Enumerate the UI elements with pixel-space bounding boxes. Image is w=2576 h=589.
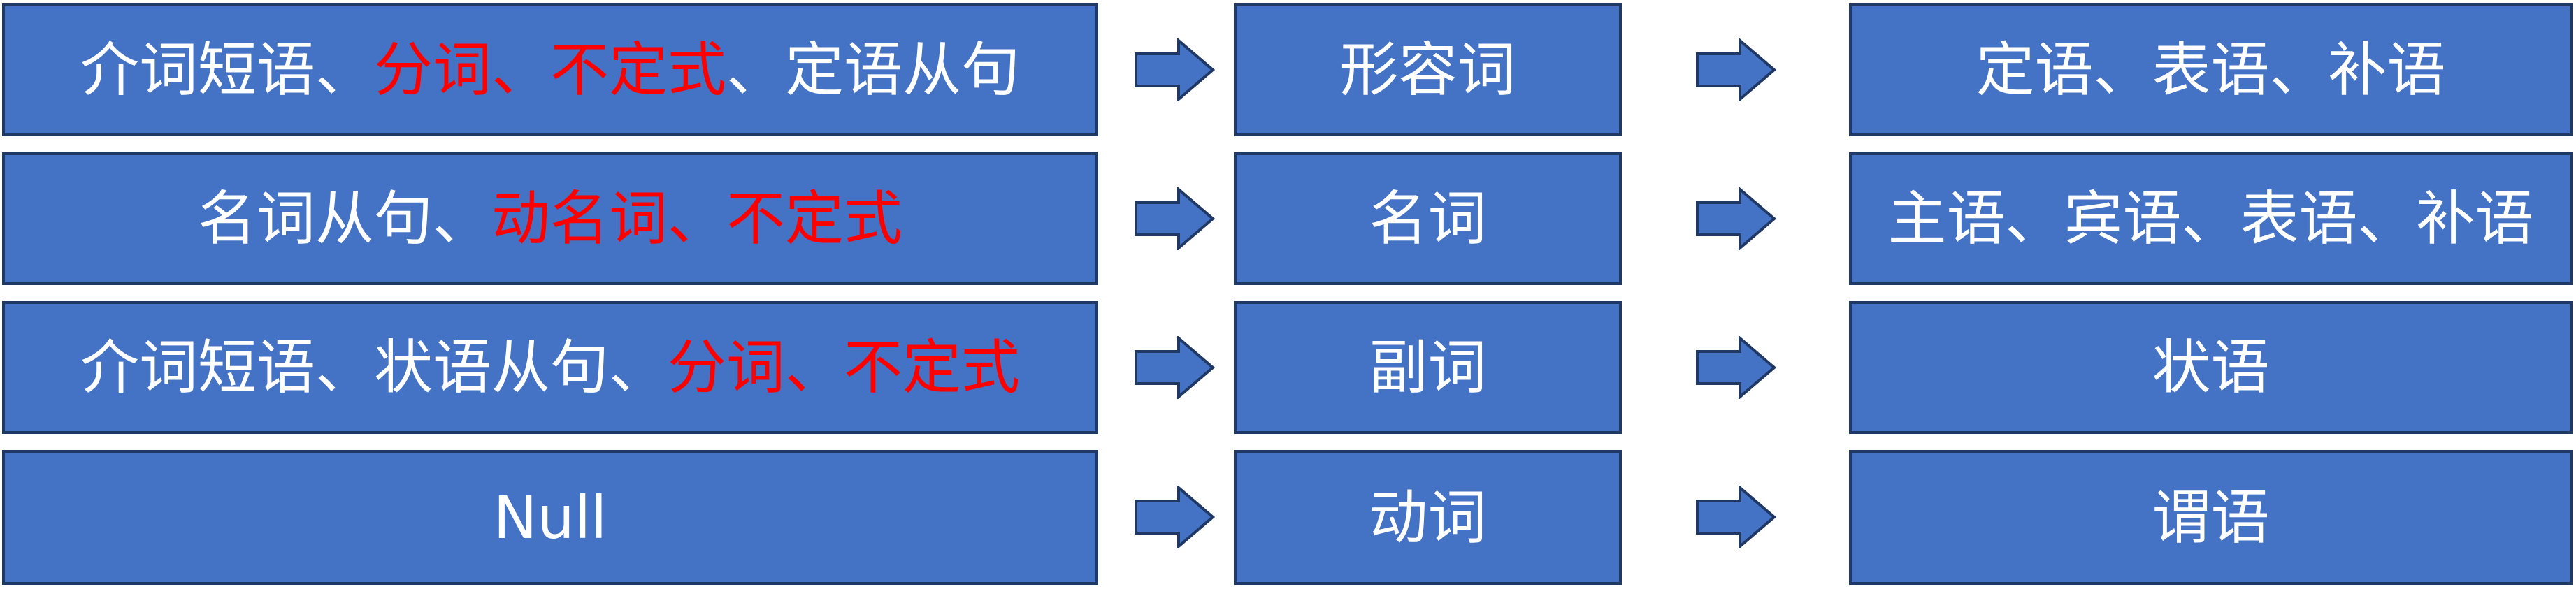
source-segment-highlight: 动名词、不定式 [491,184,903,253]
source-box-row-4: Null [2,450,1098,585]
function-box-row-3: 状语 [1849,301,2573,434]
part-of-speech-box-row-1: 形容词 [1234,3,1622,136]
source-segment: Null [493,483,607,552]
function-box-row-2: 主语、宾语、表语、补语 [1849,152,2573,285]
part-of-speech-label: 动词 [1369,483,1487,552]
part-of-speech-label: 形容词 [1339,36,1516,104]
function-label: 定语、表语、补语 [1976,36,2446,104]
source-segment-highlight: 分词、不定式 [373,36,726,104]
part-of-speech-label: 名词 [1369,184,1487,253]
right-arrow-icon [1134,336,1215,399]
part-of-speech-box-row-3: 副词 [1234,301,1622,434]
source-segment: 介词短语、状语从句、 [80,333,668,402]
function-label: 主语、宾语、表语、补语 [1887,184,2534,253]
source-segment: 名词从句、 [197,184,491,253]
right-arrow-icon [1134,187,1215,250]
function-box-row-1: 定语、表语、补语 [1849,3,2573,136]
right-arrow-icon [1134,38,1215,101]
function-label: 谓语 [2152,483,2270,552]
source-segment: 、定语从句 [726,36,1021,104]
source-box-row-1: 介词短语、分词、不定式、定语从句 [2,3,1098,136]
right-arrow-icon [1695,38,1776,101]
source-box-row-3: 介词短语、状语从句、分词、不定式 [2,301,1098,434]
function-label: 状语 [2152,333,2270,402]
source-segment-highlight: 分词、不定式 [668,333,1021,402]
right-arrow-icon [1134,486,1215,548]
right-arrow-icon [1695,187,1776,250]
part-of-speech-label: 副词 [1369,333,1487,402]
source-box-row-2: 名词从句、动名词、不定式 [2,152,1098,285]
source-segment: 介词短语、 [80,36,374,104]
function-box-row-4: 谓语 [1849,450,2573,585]
part-of-speech-box-row-2: 名词 [1234,152,1622,285]
part-of-speech-box-row-4: 动词 [1234,450,1622,585]
right-arrow-icon [1695,336,1776,399]
right-arrow-icon [1695,486,1776,548]
